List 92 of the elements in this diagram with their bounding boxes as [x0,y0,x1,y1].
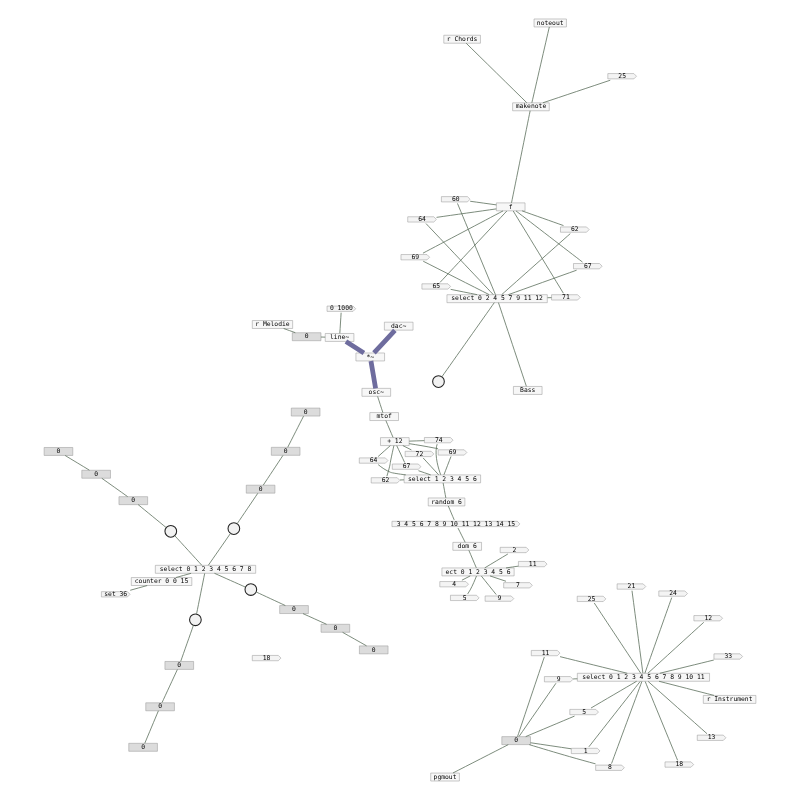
connector [422,260,490,296]
connector [528,744,596,765]
connector [521,210,564,226]
connector [385,420,394,438]
connector [647,621,705,674]
connector [207,533,231,566]
connector [461,575,471,581]
connector [372,328,397,355]
connector [572,678,578,680]
connector [525,715,575,737]
connector [530,742,572,750]
connector [447,505,455,521]
connector [129,585,148,591]
connector [283,328,296,334]
node-circle [164,524,178,538]
connector [611,681,643,764]
connector [498,302,527,387]
connector [377,464,407,476]
connector [64,455,90,471]
connector [262,455,284,486]
connector [515,210,583,263]
connector [377,396,384,413]
connector [196,573,206,615]
connector [484,553,509,569]
connector [517,656,545,737]
connector [408,440,425,442]
node-circle [227,522,241,535]
connector [452,744,509,774]
connector [588,681,641,748]
connector [511,110,531,204]
node-circle [189,613,202,627]
node-circle [244,583,258,596]
connector [418,470,432,476]
connector [501,233,571,295]
connector [644,597,673,674]
connector [659,659,715,674]
connector [386,445,395,477]
connector [101,477,129,498]
connector [593,602,642,674]
connector [344,339,366,355]
connector [422,210,504,254]
connector [442,482,447,499]
connector [144,710,159,744]
connector [559,656,628,674]
connector [468,549,477,569]
connector [439,210,508,283]
connector [255,591,286,606]
connector [302,613,327,625]
connector [531,26,550,104]
connector [547,297,552,299]
connector [489,575,507,582]
connector [435,443,442,476]
connector [399,479,405,481]
connector [175,572,192,578]
connector [469,200,497,206]
connector [644,681,679,761]
connector [402,445,412,451]
connector [590,680,638,709]
connector [512,210,564,294]
connector [377,445,391,457]
connector [441,302,495,378]
connector [658,680,715,696]
connector [137,504,167,528]
connector [465,42,528,104]
connector [450,288,478,296]
connector [436,208,497,218]
connector [368,360,378,389]
connector [518,682,557,737]
connector [161,669,178,704]
connector [507,269,577,296]
connector [408,443,439,450]
connector [422,457,439,476]
connector [287,415,304,448]
connector [396,445,406,463]
node-circle [432,375,445,388]
connector [320,336,326,338]
connector [505,565,519,569]
connector [180,624,194,662]
connector [467,575,477,595]
connector [542,79,611,104]
connector [631,590,644,674]
connector [236,492,259,524]
connector [457,203,496,296]
connector [457,527,466,543]
connector [214,572,246,588]
connector [342,631,367,647]
connector [647,681,708,735]
connector [443,456,452,476]
connector [481,575,497,595]
connector [339,312,342,334]
connector [174,535,203,566]
connector [425,223,494,296]
